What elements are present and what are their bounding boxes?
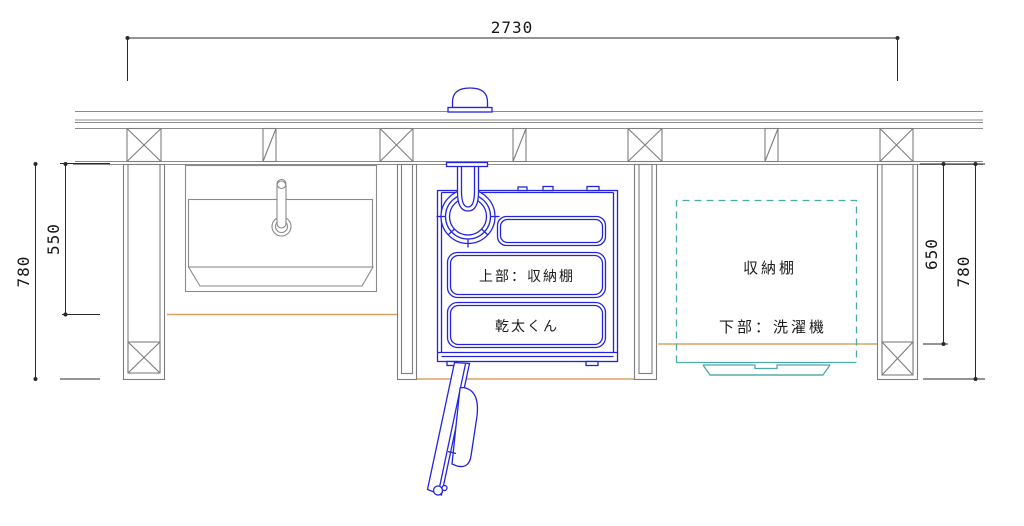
joist-narrow-box — [764, 127, 779, 163]
wall-post-left — [122, 163, 166, 381]
top-dimension: 2730 — [125, 18, 900, 81]
right-inner-dimension-value: 650 — [922, 238, 941, 270]
left-dimensions: 780 550 — [14, 162, 110, 381]
dryer-door-open — [426, 361, 479, 496]
storage-shelf-label: 収納棚 — [743, 259, 797, 277]
dryer-name-label: 乾太くん — [495, 319, 559, 335]
joist-narrow-box — [512, 127, 527, 163]
wall-post-mid-right — [633, 163, 658, 381]
faucet — [271, 178, 292, 237]
left-inner-dimension-value: 550 — [44, 223, 63, 255]
right-outer-dimension-value: 780 — [954, 256, 973, 288]
ceiling-structure — [73, 111, 983, 165]
dryer-upper-label-box: 上部：収納棚 — [446, 251, 607, 299]
right-dimensions: 650 780 — [920, 162, 985, 381]
wall-post-mid-left — [396, 163, 418, 381]
joist-x-box — [379, 127, 414, 163]
washer-storage-zone: 収納棚 下部：洗濯機 — [675, 199, 858, 376]
joist-x-box — [879, 127, 914, 163]
joist-x-box — [126, 127, 162, 163]
washer-lower-label: 下部：洗濯機 — [719, 318, 827, 336]
joist-narrow-box — [262, 127, 277, 163]
duct-flange — [445, 161, 489, 168]
sink-cabinet — [184, 164, 378, 293]
washer-pan — [702, 364, 831, 376]
dryer-upper-label: 上部：収納棚 — [479, 269, 575, 285]
dryer-name-label-box: 乾太くん — [446, 301, 607, 349]
joist-x-box — [627, 127, 663, 163]
dryer-vent-dome — [447, 87, 493, 113]
wall-post-right — [876, 163, 919, 381]
washer-dashed-outline — [675, 199, 858, 363]
left-outer-dimension-value: 780 — [14, 256, 33, 288]
top-dimension-value: 2730 — [491, 18, 534, 37]
gas-dryer: 上部：収納棚 乾太くん — [426, 87, 619, 496]
dryer-exhaust-duct — [436, 161, 500, 248]
